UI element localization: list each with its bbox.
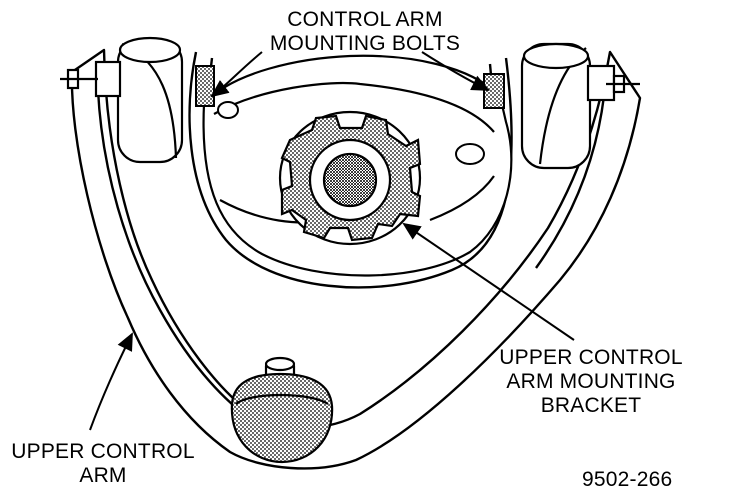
- label-line: UPPER CONTROL: [11, 440, 195, 463]
- leader-arm: [89, 332, 133, 431]
- leader-bolts-right: [421, 51, 490, 91]
- label-line: ARM: [79, 464, 127, 487]
- label-line: UPPER CONTROL: [499, 346, 683, 369]
- label-line: MOUNTING BOLTS: [269, 32, 461, 55]
- figure-number: 9502-266: [582, 468, 673, 491]
- mounting-bracket: [202, 54, 513, 277]
- label-upper-control-arm: UPPER CONTROL ARM: [8, 440, 198, 488]
- leader-bolts-left: [210, 51, 263, 98]
- label-line: ARM MOUNTING: [506, 370, 676, 393]
- right-bushing: [520, 42, 640, 170]
- left-bushing: [60, 36, 184, 164]
- label-upper-control-arm-mounting-bracket: UPPER CONTROL ARM MOUNTING BRACKET: [486, 346, 696, 418]
- label-line: CONTROL ARM: [287, 8, 443, 31]
- ball-joint: [230, 356, 334, 464]
- label-control-arm-mounting-bolts: CONTROL ARM MOUNTING BOLTS: [230, 8, 500, 56]
- mounting-bolts: [195, 65, 505, 165]
- leader-bracket: [402, 222, 575, 341]
- label-line: BRACKET: [540, 394, 642, 417]
- leader-lines: [89, 51, 575, 431]
